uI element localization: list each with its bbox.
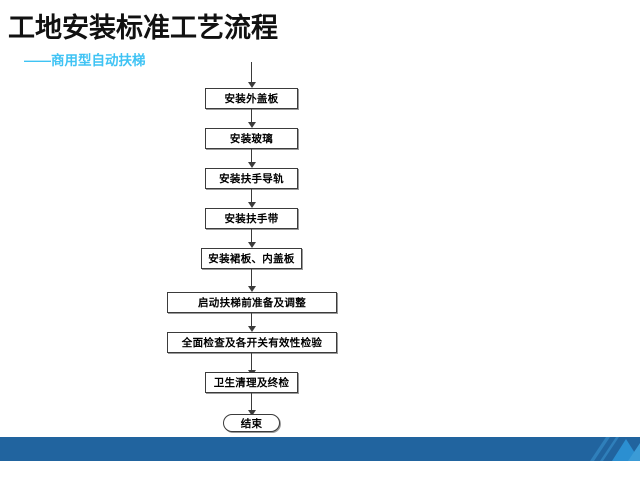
flow-node-label: 安装扶手带 [224, 214, 279, 225]
connector-4-5 [251, 229, 252, 243]
connector-5-6 [251, 269, 252, 287]
flow-node-label: 卫生清理及终检 [213, 378, 290, 389]
flow-node-prestart-prep-adjust[interactable]: 启动扶梯前准备及调整 [167, 292, 337, 313]
flow-node-label: 启动扶梯前准备及调整 [198, 298, 306, 309]
arrowhead-entry [248, 82, 256, 88]
arrowhead-5-6 [248, 286, 256, 292]
connector-3-4 [251, 189, 252, 203]
flow-node-install-skirt-inner-cover[interactable]: 安装裙板、内盖板 [201, 248, 302, 269]
page-title: 工地安装标准工艺流程 [8, 13, 278, 43]
flow-node-install-glass[interactable]: 安装玻璃 [205, 128, 298, 149]
flow-node-install-outer-cover[interactable]: 安装外盖板 [205, 88, 298, 109]
page-subtitle: ——商用型自动扶梯 [24, 53, 146, 68]
flow-node-label: 安装扶手导轨 [219, 174, 284, 185]
footer-triangle-decoration [590, 437, 640, 461]
arrowhead-4-5 [248, 242, 256, 248]
arrowhead-3-4 [248, 202, 256, 208]
flow-node-label: 结束 [240, 418, 263, 430]
arrowhead-2-3 [248, 162, 256, 168]
connector-8-9 [251, 393, 252, 411]
arrowhead-1-2 [248, 122, 256, 128]
connector-2-3 [251, 149, 252, 163]
connector-entry [251, 62, 252, 84]
flow-node-label: 安装裙板、内盖板 [208, 254, 295, 265]
flow-node-end-terminator[interactable]: 结束 [223, 414, 280, 432]
arrowhead-6-7 [248, 326, 256, 332]
flowchart: 安装外盖板 安装玻璃 安装扶手导轨 安装扶手带 安装裙板、内盖板 启动扶梯前准备 [167, 62, 337, 432]
footer-bar [0, 437, 640, 461]
connector-7-8 [251, 353, 252, 371]
flow-node-full-inspection-switch-test[interactable]: 全面检查及各开关有效性检验 [167, 332, 337, 353]
flow-node-cleaning-final-check[interactable]: 卫生清理及终检 [205, 372, 298, 393]
footer-underline-space [0, 461, 640, 480]
arrowhead-8-9 [248, 410, 256, 416]
flow-node-label: 安装玻璃 [229, 134, 274, 145]
connector-6-7 [251, 313, 252, 327]
connector-1-2 [251, 109, 252, 123]
flow-node-label: 安装外盖板 [224, 94, 279, 105]
flow-node-install-handrail-belt[interactable]: 安装扶手带 [205, 208, 298, 229]
flow-node-label: 全面检查及各开关有效性检验 [181, 338, 323, 349]
flow-node-install-handrail-guide[interactable]: 安装扶手导轨 [205, 168, 298, 189]
